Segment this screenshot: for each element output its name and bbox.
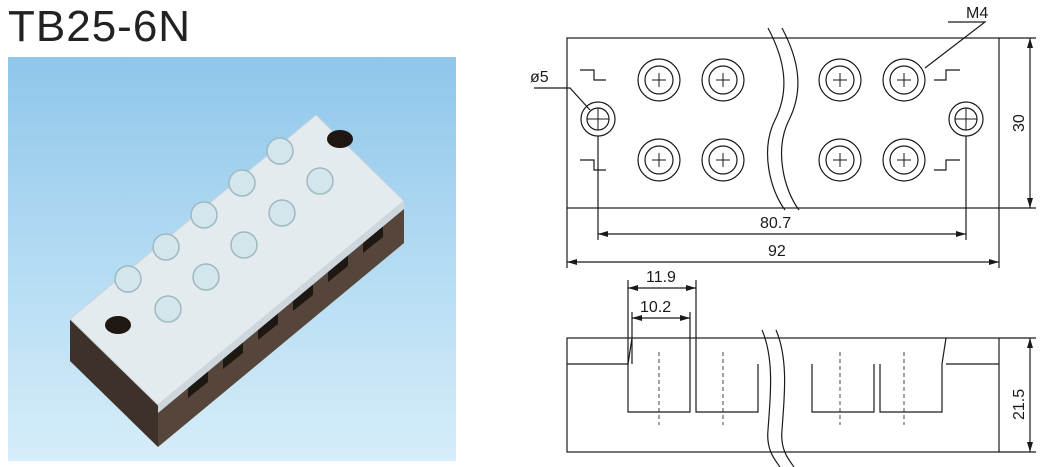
label-screw: M4 <box>966 5 988 22</box>
label-pitch-outer: 11.9 <box>646 269 676 286</box>
screws-top-view <box>637 58 926 182</box>
leader-hole <box>534 87 591 111</box>
block-screws <box>114 137 334 323</box>
label-hole: ø5 <box>530 69 549 86</box>
leader-screw <box>924 21 987 69</box>
dim-outer-width <box>566 208 1000 268</box>
top-view-break <box>767 27 786 211</box>
product-title: TB25-6N <box>8 2 192 51</box>
dim-pitch-outer <box>627 280 697 364</box>
block-cover-edge <box>158 201 404 413</box>
dim-height-top <box>999 37 1036 209</box>
top-view-outline <box>566 37 1000 209</box>
product-photo <box>8 57 456 461</box>
mount-hole-left <box>105 316 131 334</box>
side-view-break <box>761 329 781 467</box>
terminal-block-photo <box>69 114 405 447</box>
label-height-side: 21.5 <box>1011 389 1028 420</box>
label-outer-width: 92 <box>768 243 786 260</box>
label-pitch-inner: 10.2 <box>640 299 671 316</box>
side-view-outline <box>566 337 1000 453</box>
dim-height-side <box>999 337 1036 453</box>
mount-hole-right <box>327 130 353 148</box>
block-base-front <box>70 319 158 447</box>
dim-inner-width <box>597 136 967 240</box>
label-inner-width: 80.7 <box>760 215 791 232</box>
label-height-top: 30 <box>1011 114 1028 132</box>
